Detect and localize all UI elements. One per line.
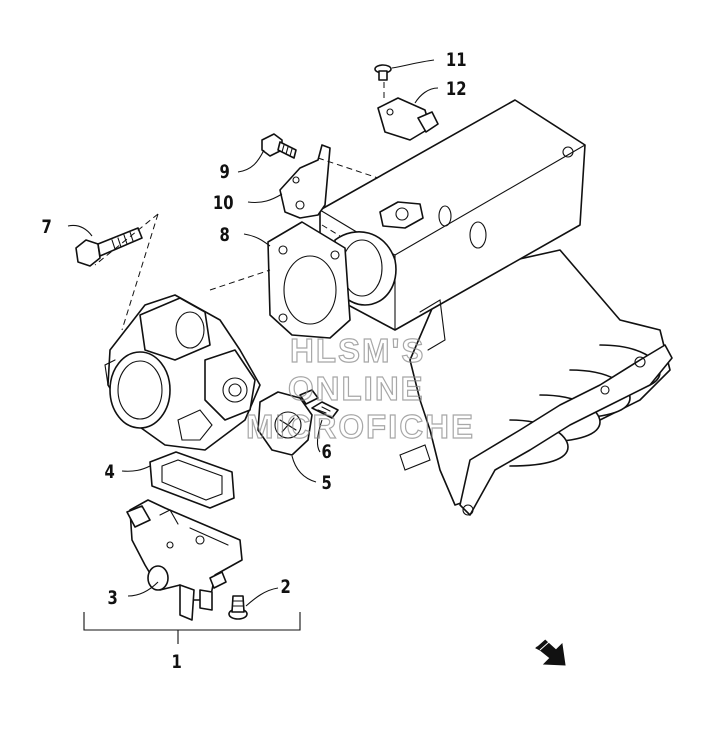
bracket-bolt xyxy=(261,133,297,159)
watermark-line-1: HLSM'S xyxy=(290,332,425,369)
callout-9: 9 xyxy=(219,161,229,183)
throttle-body xyxy=(104,294,261,451)
assembly-lines xyxy=(94,82,385,331)
callout-7: 7 xyxy=(41,216,51,238)
idle-valve-screw xyxy=(228,595,248,620)
callout-3: 3 xyxy=(107,587,117,609)
callout-labels: 1 2 3 4 5 6 7 8 9 10 11 12 xyxy=(41,49,466,673)
leader-lines xyxy=(67,59,439,644)
throttle-cable-bracket xyxy=(279,144,331,219)
throttle-body-gasket xyxy=(267,221,351,339)
callout-4: 4 xyxy=(104,461,114,483)
callout-2: 2 xyxy=(280,576,290,598)
callout-1: 1 xyxy=(171,651,181,673)
idle-air-control-valve xyxy=(126,499,243,621)
callout-10: 10 xyxy=(213,192,234,214)
sensor-screw xyxy=(311,401,339,419)
intake-manifold xyxy=(319,99,673,516)
callout-6: 6 xyxy=(321,441,331,463)
front-direction-arrow-icon xyxy=(535,637,566,666)
callout-12: 12 xyxy=(446,78,467,100)
watermark: HLSM'S ONLINE MICROFICHE xyxy=(245,331,475,445)
idle-valve-gasket xyxy=(149,451,235,509)
watermark-line-3: MICROFICHE xyxy=(246,408,475,445)
callout-5: 5 xyxy=(321,472,331,494)
throttle-position-sensor xyxy=(257,389,319,456)
watermark-line-2: ONLINE xyxy=(288,370,425,407)
map-sensor xyxy=(377,97,439,141)
map-sensor-screw xyxy=(374,64,392,81)
callout-11: 11 xyxy=(446,49,467,71)
throttle-body-long-bolt xyxy=(75,227,143,267)
callout-8: 8 xyxy=(219,224,229,246)
